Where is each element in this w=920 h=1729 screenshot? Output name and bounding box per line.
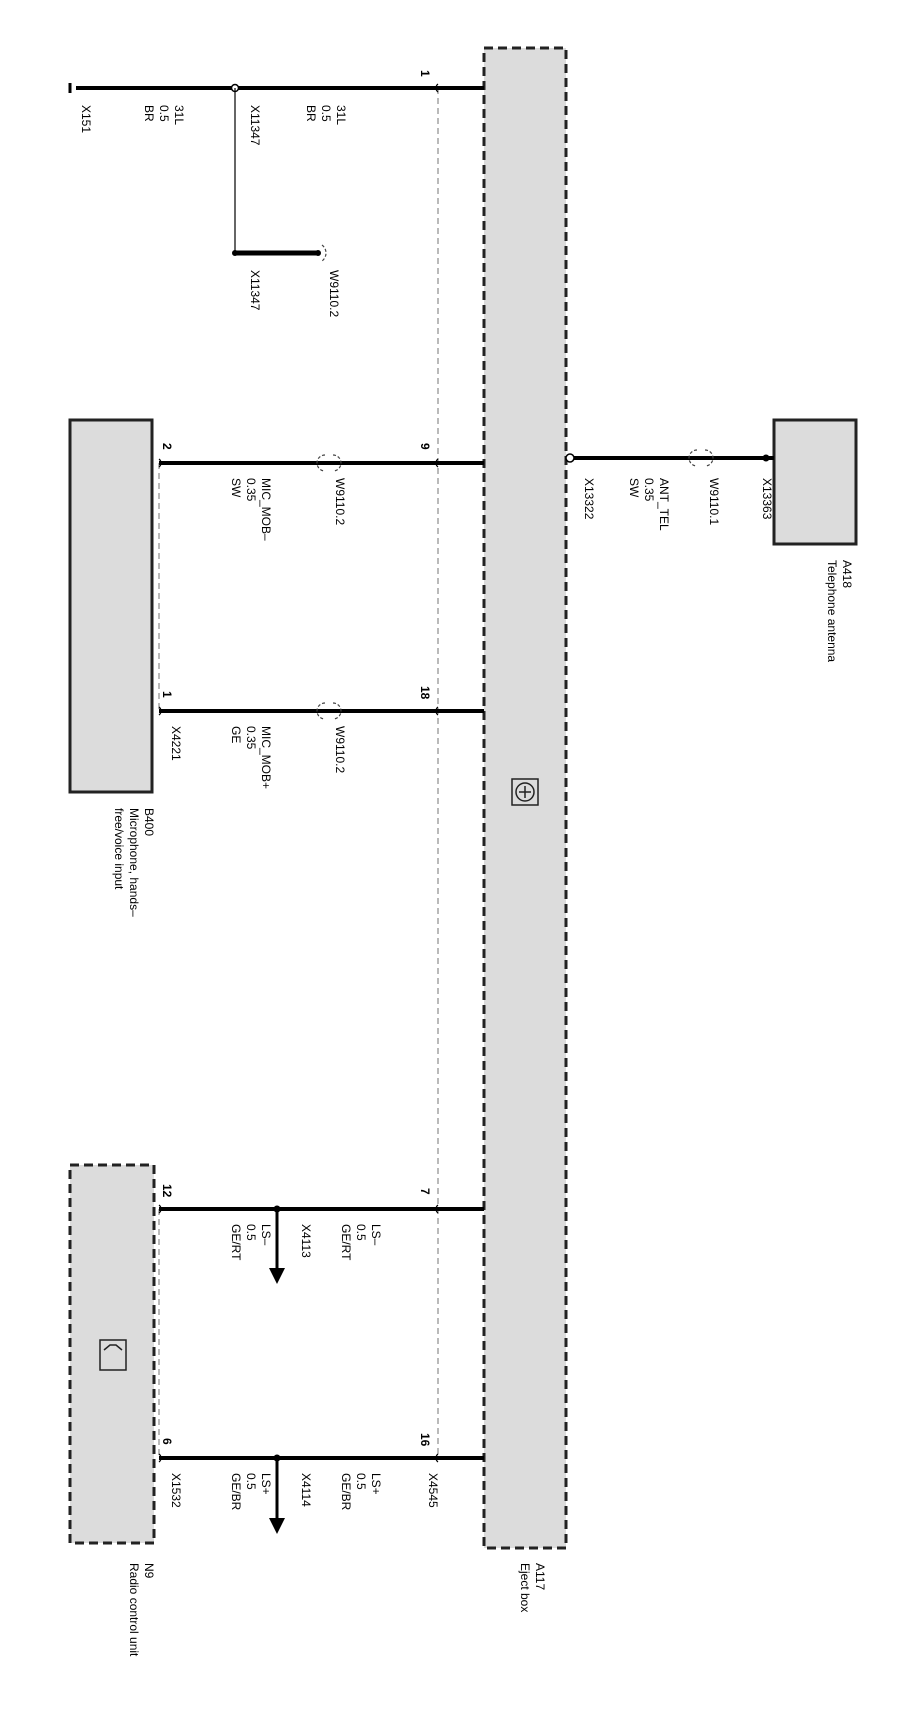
pin-number: 1 bbox=[418, 70, 432, 77]
pin-circle bbox=[158, 1453, 162, 1463]
pin-circle bbox=[435, 458, 439, 468]
antenna-pin-box bbox=[565, 453, 575, 463]
connector-label: X4545 bbox=[426, 1473, 440, 1508]
component-id: A418 bbox=[840, 560, 854, 588]
wire-gauge: 0.5 bbox=[157, 105, 171, 122]
pin-circle bbox=[158, 458, 162, 468]
pin-number: 12 bbox=[160, 1184, 174, 1198]
component-name: free/voice input bbox=[112, 808, 126, 890]
wire-signal: LS– bbox=[259, 1224, 273, 1246]
component-name: Eject box bbox=[518, 1563, 532, 1612]
wire-gauge: 0.5 bbox=[319, 105, 333, 122]
shield-ref: W9110.2 bbox=[333, 726, 347, 773]
wire-color: GE/BR bbox=[229, 1473, 243, 1511]
pin-number: 1 bbox=[160, 691, 174, 698]
component-name: Radio control unit bbox=[127, 1563, 141, 1657]
ground-branch-dot bbox=[232, 250, 238, 256]
antenna-pin-dot bbox=[762, 454, 770, 462]
speaker-icon bbox=[99, 1339, 127, 1371]
connector-label: X13322 bbox=[582, 478, 596, 520]
pin-number: 16 bbox=[418, 1433, 432, 1447]
connector-label: X151 bbox=[79, 105, 93, 133]
pin-number: 18 bbox=[418, 686, 432, 700]
pin-number: 9 bbox=[418, 443, 432, 450]
pin-circle bbox=[435, 1204, 439, 1214]
connector-label: X4221 bbox=[169, 726, 183, 761]
pin-number: 6 bbox=[160, 1438, 174, 1445]
wire-gauge: 0.5 bbox=[354, 1224, 368, 1241]
wire-color: SW bbox=[229, 478, 243, 498]
component-id: N9 bbox=[142, 1563, 156, 1579]
wire-gauge: 0.35 bbox=[642, 478, 656, 502]
wire-gauge: 0.35 bbox=[244, 726, 258, 750]
connector-label: X11347 bbox=[248, 105, 262, 146]
pin-circle bbox=[158, 1204, 162, 1214]
pin-circle bbox=[435, 1453, 439, 1463]
radio-box bbox=[68, 1163, 156, 1545]
wire-signal: LS+ bbox=[369, 1473, 383, 1495]
antenna-box bbox=[772, 418, 858, 546]
pin-circle bbox=[435, 706, 439, 716]
antenna-circle-icon bbox=[511, 778, 539, 806]
connector-label: X4114 bbox=[299, 1473, 313, 1507]
arrow-down-icon bbox=[269, 1268, 285, 1284]
component-name: Telephone antenna bbox=[825, 560, 839, 662]
connector-label: X11347 bbox=[248, 270, 262, 311]
wire-signal: LS+ bbox=[259, 1473, 273, 1495]
wire-gauge: 0.35 bbox=[244, 478, 258, 502]
wire-color: GE/RT bbox=[229, 1224, 243, 1261]
pin-circle bbox=[158, 706, 162, 716]
wire-color: GE/RT bbox=[339, 1224, 353, 1261]
shield-symbol bbox=[316, 454, 342, 472]
connector-label: X13363 bbox=[760, 478, 774, 520]
wire-signal: ANT_TEL bbox=[657, 478, 671, 531]
shield-ref: W9110.2 bbox=[327, 270, 341, 317]
shield-ref: W9110.2 bbox=[333, 478, 347, 525]
shield-symbol bbox=[688, 449, 714, 467]
component-name: Microphone, hands– bbox=[127, 808, 141, 917]
wire-signal: 31L bbox=[334, 105, 348, 125]
component-id: B400 bbox=[142, 808, 156, 836]
wire-signal: LS– bbox=[369, 1224, 383, 1246]
wire-color: SW bbox=[627, 478, 641, 498]
pin-circle bbox=[435, 83, 439, 93]
shield-ref: W9110.1 bbox=[707, 478, 721, 525]
pin-number: 7 bbox=[418, 1188, 432, 1195]
wire-color: BR bbox=[142, 105, 156, 122]
connector-label: X1532 bbox=[169, 1473, 183, 1508]
wire-signal: 31L bbox=[172, 105, 186, 125]
arrow-down-icon bbox=[269, 1518, 285, 1534]
microphone-box bbox=[68, 418, 154, 794]
ground-shield-dot bbox=[315, 250, 321, 256]
wire-color: GE bbox=[229, 726, 243, 743]
wire-color: BR bbox=[304, 105, 318, 122]
wire-gauge: 0.5 bbox=[244, 1473, 258, 1490]
wire-gauge: 0.5 bbox=[354, 1473, 368, 1490]
pin-number: 2 bbox=[160, 443, 174, 450]
shield-symbol bbox=[316, 702, 342, 720]
wire-signal: MIC_MOB+ bbox=[259, 726, 273, 789]
connector-label: X4113 bbox=[299, 1224, 313, 1258]
wire-signal: MIC_MOB– bbox=[259, 478, 273, 541]
wire-color: GE/BR bbox=[339, 1473, 353, 1511]
shield-symbol bbox=[321, 244, 327, 262]
component-id: A117 bbox=[533, 1563, 547, 1590]
wire-gauge: 0.5 bbox=[244, 1224, 258, 1241]
